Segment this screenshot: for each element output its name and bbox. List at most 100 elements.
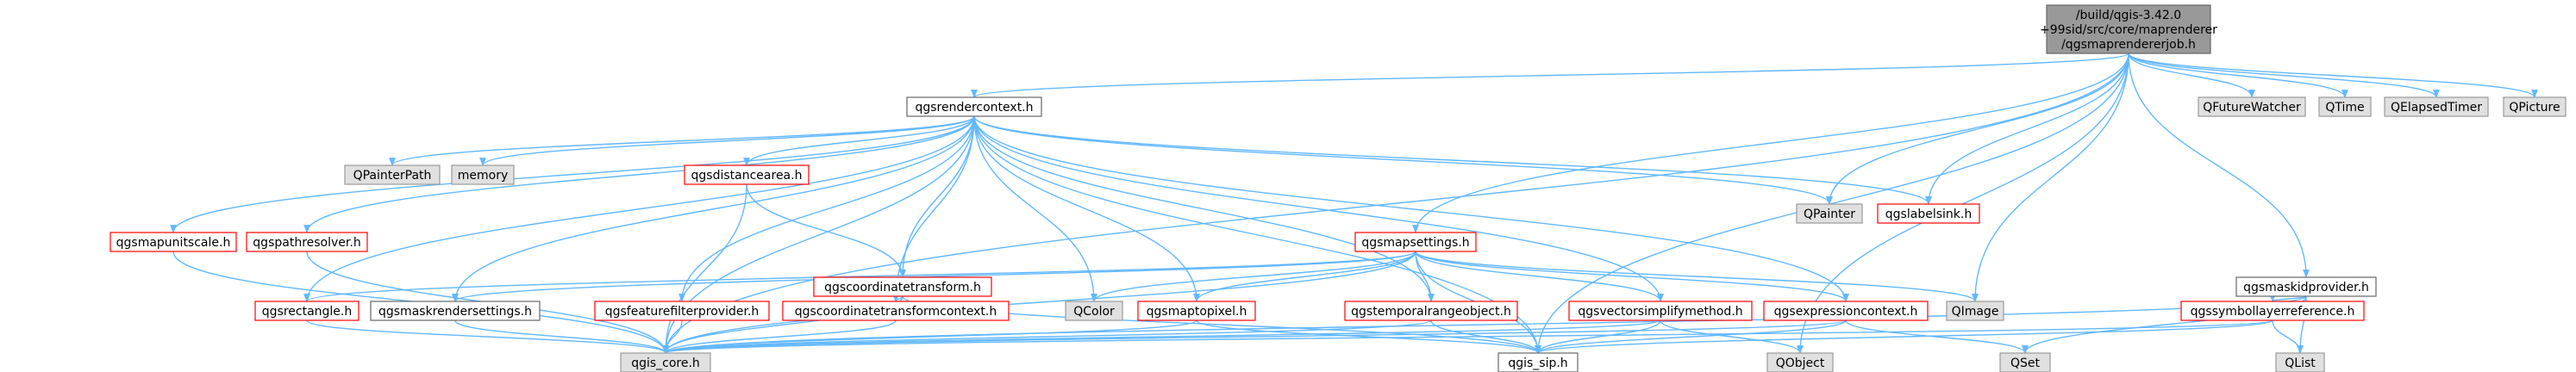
edge-root-to-QPainter bbox=[1826, 53, 2129, 205]
node-box bbox=[1344, 301, 1518, 321]
node-label: qgsmaptopixel.h bbox=[1147, 305, 1247, 319]
edge-root-to-qgslabelsink bbox=[1925, 53, 2129, 205]
node-label: qgslabelsink.h bbox=[1885, 208, 1972, 221]
edge-qgsmapsettings-to-QImage bbox=[1415, 251, 1979, 302]
node-label: qgis_sip.h bbox=[1508, 356, 1567, 370]
node-qgsvectorsimplifymethod[interactable]: qgsvectorsimplifymethod.h bbox=[1568, 301, 1753, 321]
node-label: qgsmapunitscale.h bbox=[116, 236, 231, 250]
edge-qgsvectorsimplifymethod-to-qgis_sip bbox=[1535, 319, 1661, 354]
node-box bbox=[1137, 301, 1256, 321]
node-memory[interactable]: memory bbox=[451, 164, 515, 185]
edge-qgsmapsettings-to-QColor bbox=[1091, 251, 1416, 302]
edge-qgsrendercontext-to-QPainter bbox=[973, 115, 1833, 205]
node-qgsmaskrendersettings[interactable]: qgsmaskrendersettings.h bbox=[370, 301, 541, 321]
edge-qgsmapsettings-to-qgsmaskrendersettings bbox=[452, 251, 1416, 302]
node-qgsfeaturefilterprovider[interactable]: qgsfeaturefilterprovider.h bbox=[594, 301, 770, 321]
node-qset[interactable]: QSet bbox=[1999, 352, 2051, 372]
edge-qgsrendercontext-to-qgsmaskrendersettings bbox=[452, 115, 975, 302]
node-box bbox=[451, 164, 515, 185]
node-qgspathresolver[interactable]: qgspathresolver.h bbox=[246, 232, 368, 252]
edge-qgsmapsettings-to-qgsrectangle bbox=[303, 251, 1416, 302]
node-label: qgstemporalrangeobject.h bbox=[1351, 305, 1511, 319]
edge-qgsmaskrendersettings-to-qgis_core bbox=[454, 319, 669, 354]
edge-qgssymbollayerreference-to-QList bbox=[2272, 319, 2304, 354]
edge-qgsrendercontext-to-qgsdistancearea bbox=[743, 115, 975, 166]
edge-qgscoordinatetransformcontext-to-qgis_core bbox=[662, 319, 897, 354]
edge-qgsexpressioncontext-to-qgis_core bbox=[662, 319, 1847, 354]
edge-qgsvectorsimplifymethod-to-QObject bbox=[1660, 319, 1804, 354]
node-label: /qgsmaprendererjob.h bbox=[2061, 38, 2196, 52]
node-box bbox=[813, 276, 992, 297]
node-box bbox=[906, 96, 1042, 117]
node-box bbox=[1354, 232, 1477, 252]
node-box bbox=[344, 164, 441, 185]
edge-qgsrectangle-to-qgis_core bbox=[306, 319, 669, 354]
node-qlist[interactable]: QList bbox=[2275, 352, 2325, 372]
edge-root-to-qgis_sip bbox=[1535, 53, 2129, 354]
node-qgsrendercontext[interactable]: qgsrendercontext.h bbox=[906, 96, 1042, 117]
node-box bbox=[1999, 352, 2051, 372]
node-qgsmaskidprovider[interactable]: qgsmaskidprovider.h bbox=[2235, 276, 2377, 297]
node-qelapsedtimer[interactable]: QElapsedTimer bbox=[2384, 96, 2489, 117]
node-box bbox=[246, 232, 368, 252]
node-label: memory bbox=[458, 169, 509, 183]
node-qtime[interactable]: QTime bbox=[2318, 96, 2372, 117]
node-box bbox=[2275, 352, 2325, 372]
edge-qgsrendercontext-to-qgsmapunitscale bbox=[170, 115, 975, 233]
edge-qgsmapsettings-to-qgis_core bbox=[662, 251, 1416, 354]
node-label: qgspathresolver.h bbox=[253, 236, 360, 250]
node-qobject[interactable]: QObject bbox=[1766, 352, 1834, 372]
edge-qgsrendercontext-to-qgsrectangle bbox=[303, 115, 975, 302]
node-box bbox=[684, 164, 810, 185]
edge-qgsdistancearea-to-qgscoordinatetransform bbox=[746, 183, 906, 278]
edge-qgsrendercontext-to-qgsmaptopixel bbox=[973, 115, 1200, 302]
edge-qgsrendercontext-to-memory bbox=[479, 115, 975, 166]
edge-qgsmapsettings-to-qgstemporalrangeobject bbox=[1415, 251, 1435, 302]
node-qgslabelsink[interactable]: qgslabelsink.h bbox=[1877, 203, 1980, 224]
node-qgsdistancearea[interactable]: qgsdistancearea.h bbox=[684, 164, 810, 185]
node-label: qgsfeaturefilterprovider.h bbox=[605, 305, 760, 319]
edge-qgsmapsettings-to-qgsmaptopixel bbox=[1193, 251, 1416, 302]
node-box bbox=[1065, 301, 1123, 321]
edge-qgscoordinatetransform-to-qgscoordinatetransformcontext bbox=[892, 294, 903, 302]
node-qgsexpressioncontext[interactable]: qgsexpressioncontext.h bbox=[1763, 301, 1929, 321]
node-qgscoordinatetransformcontext[interactable]: qgscoordinatetransformcontext.h bbox=[782, 301, 1010, 321]
node-box bbox=[109, 232, 237, 252]
node-qgsmaptopixel[interactable]: qgsmaptopixel.h bbox=[1137, 301, 1256, 321]
edge-qgsmaskidprovider-to-qgssymbollayerreference bbox=[2269, 294, 2307, 302]
node-label: +99sid/src/core/maprenderer bbox=[2040, 23, 2217, 37]
node-qfuturewatcher[interactable]: QFutureWatcher bbox=[2198, 96, 2306, 117]
node-label: QColor bbox=[1073, 305, 1115, 319]
node-qcolor[interactable]: QColor bbox=[1065, 301, 1123, 321]
node-qgsrectangle[interactable]: qgsrectangle.h bbox=[254, 301, 360, 321]
edge-qgsexpressioncontext-to-QSet bbox=[1845, 319, 2029, 354]
node-qpainter[interactable]: QPainter bbox=[1796, 203, 1863, 224]
node-qgsmapsettings[interactable]: qgsmapsettings.h bbox=[1354, 232, 1477, 252]
node-root[interactable]: /build/qgis-3.42.0+99sid/src/core/mapren… bbox=[2040, 4, 2217, 54]
node-qgis-core[interactable]: qgis_core.h bbox=[620, 352, 711, 372]
node-label: QElapsedTimer bbox=[2391, 101, 2482, 115]
node-qgsmapunitscale[interactable]: qgsmapunitscale.h bbox=[109, 232, 237, 252]
node-qgis-sip[interactable]: qgis_sip.h bbox=[1497, 352, 1579, 372]
node-label: QFutureWatcher bbox=[2203, 101, 2301, 115]
nodes-layer: /build/qgis-3.42.0+99sid/src/core/mapren… bbox=[109, 4, 2567, 372]
edge-qgssymbollayerreference-to-qgis_core bbox=[662, 319, 2273, 354]
node-box bbox=[2318, 96, 2372, 117]
node-box bbox=[2235, 276, 2377, 297]
node-label: /build/qgis-3.42.0 bbox=[2076, 9, 2181, 22]
edge-qgsrendercontext-to-qgstemporalrangeobject bbox=[973, 115, 1435, 302]
node-qgssymbollayerreference[interactable]: qgssymbollayerreference.h bbox=[2180, 301, 2365, 321]
node-label: qgis_core.h bbox=[631, 356, 700, 370]
node-qimage[interactable]: QImage bbox=[1946, 301, 2004, 321]
edge-qgsexpressioncontext-to-qgis_sip bbox=[1535, 319, 1847, 354]
node-box bbox=[1763, 301, 1929, 321]
edge-qgsdistancearea-to-qgis_core bbox=[662, 183, 747, 354]
node-qpicture[interactable]: QPicture bbox=[2503, 96, 2567, 117]
node-label: qgsvectorsimplifymethod.h bbox=[1578, 305, 1742, 319]
node-qgstemporalrangeobject[interactable]: qgstemporalrangeobject.h bbox=[1344, 301, 1518, 321]
node-qgscoordinatetransform[interactable]: qgscoordinatetransform.h bbox=[813, 276, 992, 297]
node-box bbox=[782, 301, 1010, 321]
node-qpainterpath[interactable]: QPainterPath bbox=[344, 164, 441, 185]
edge-root-to-QElapsedTimer bbox=[2128, 53, 2440, 98]
